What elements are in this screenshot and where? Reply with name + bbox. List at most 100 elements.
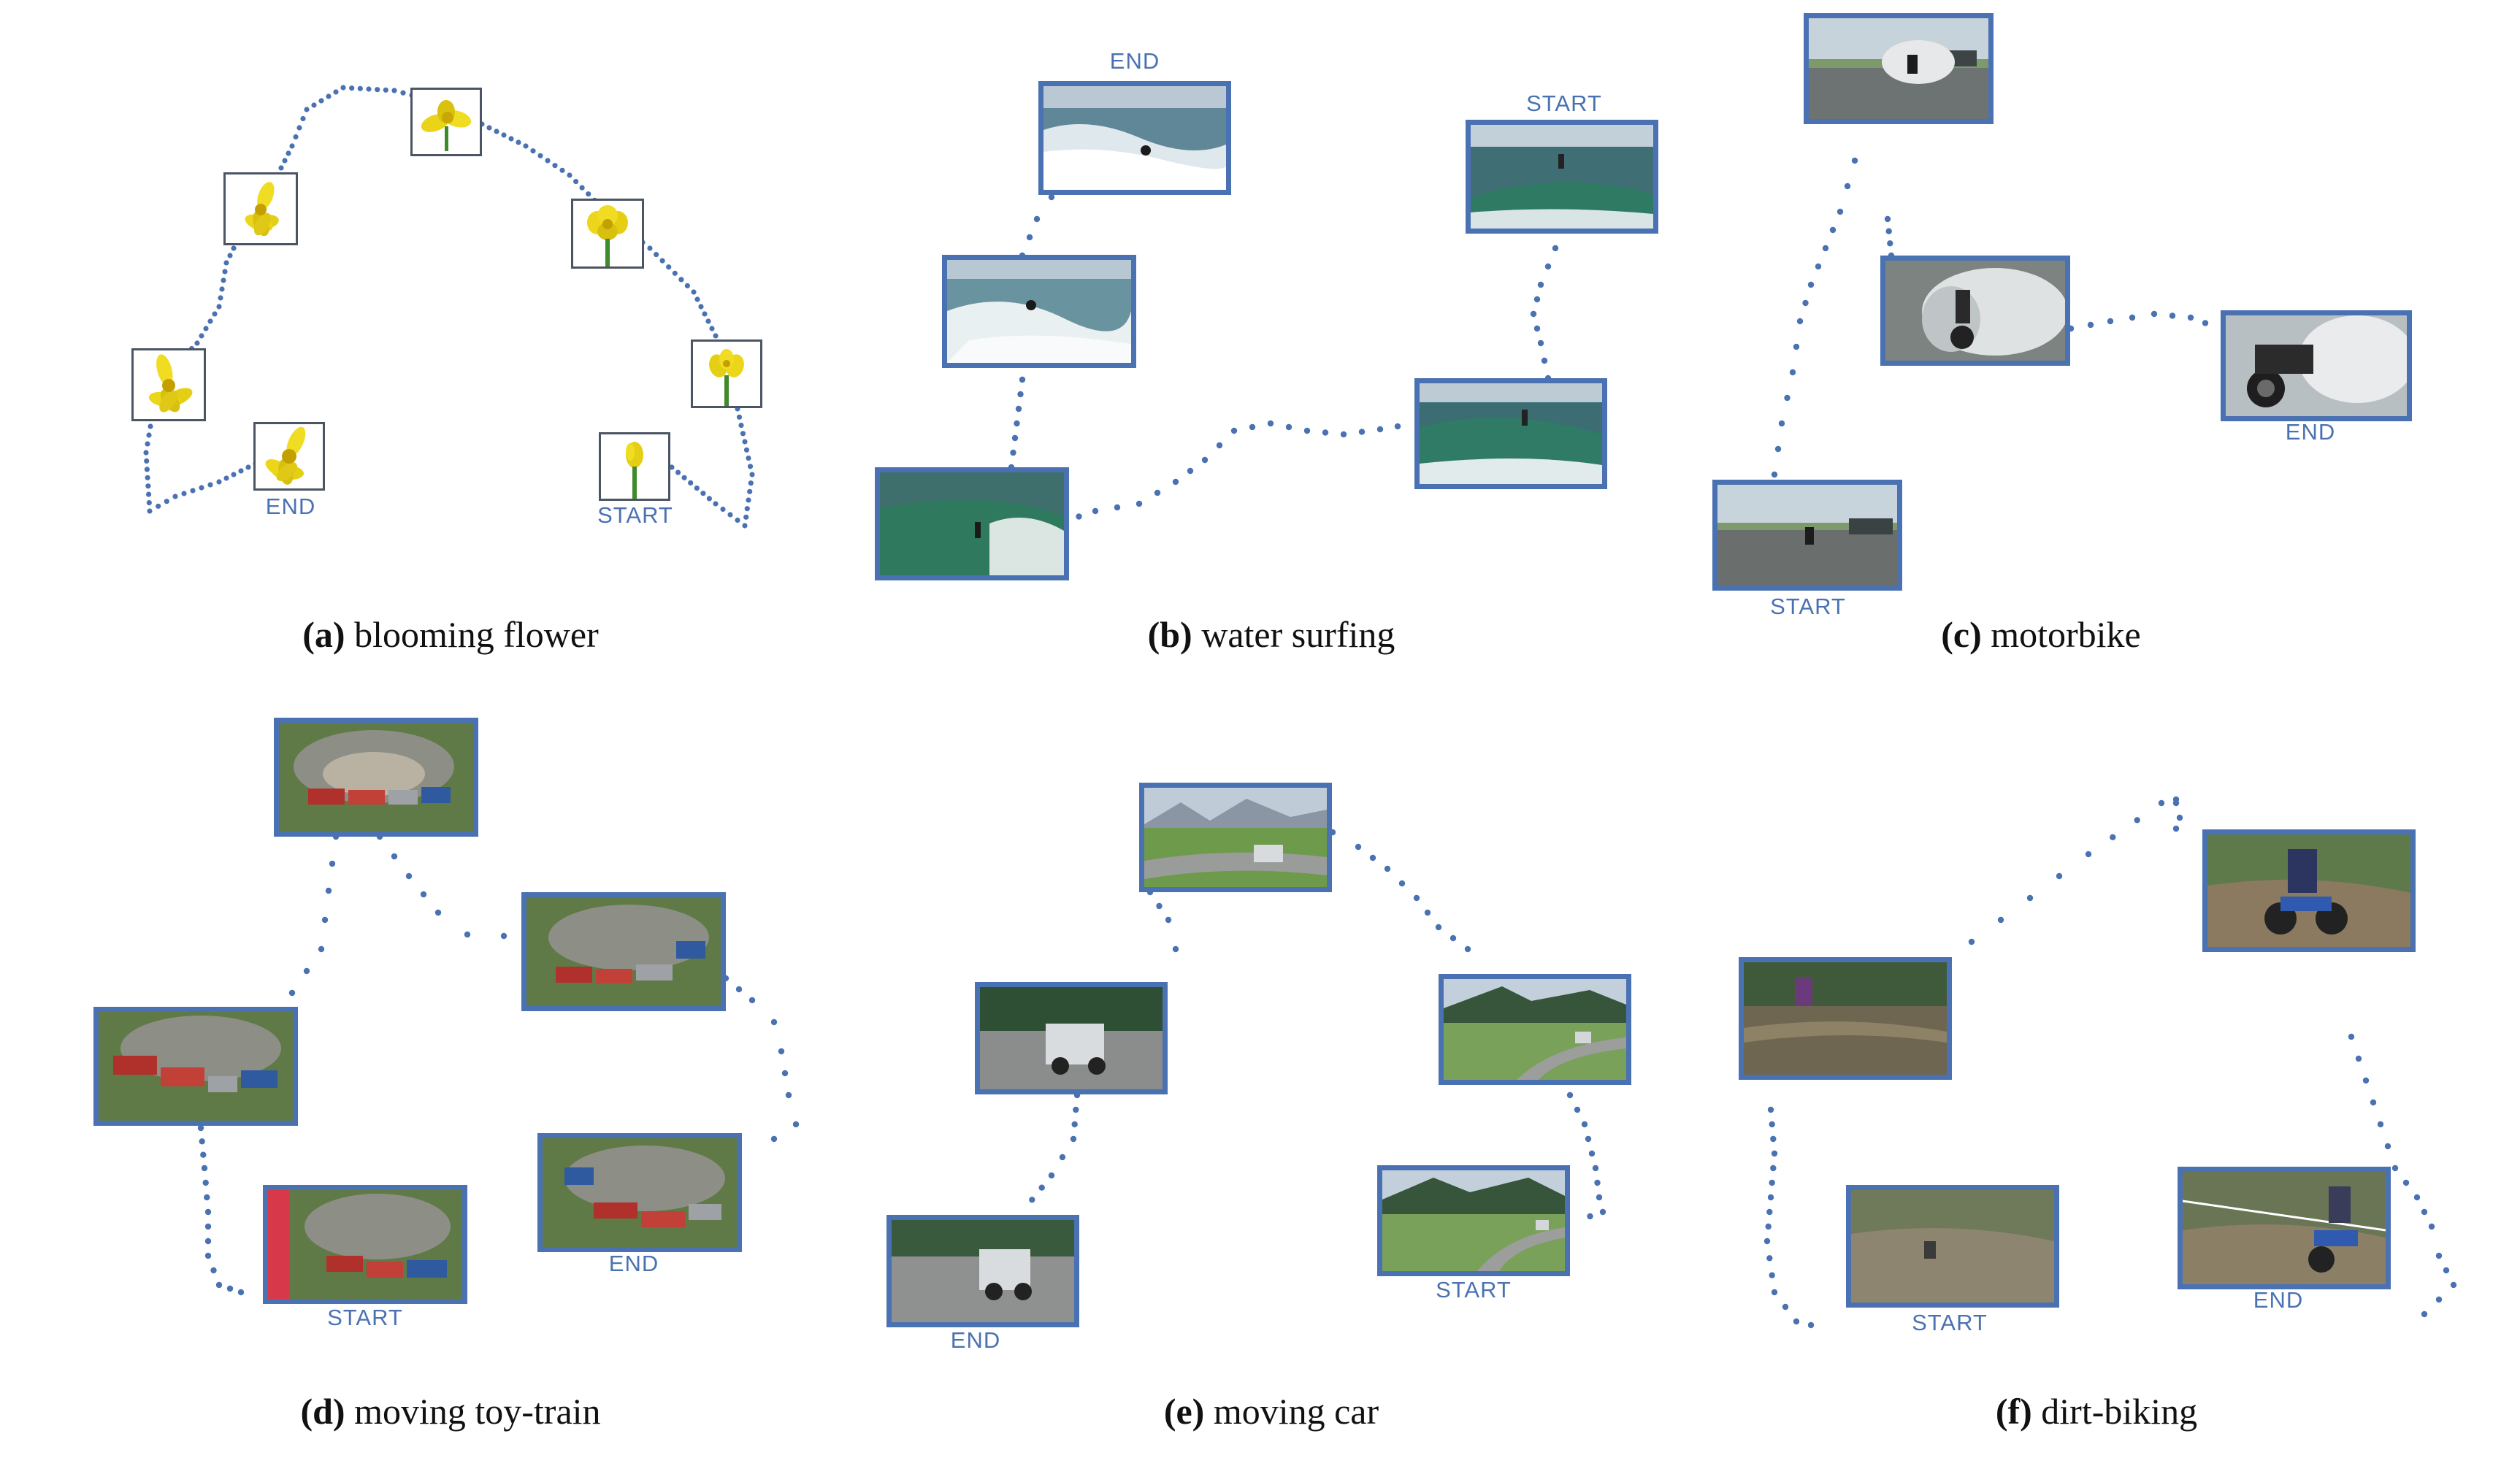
trajectory-dot <box>700 491 706 496</box>
frame-flower-6 <box>253 422 325 491</box>
trajectory-dot <box>1369 854 1376 862</box>
trajectory-dot <box>1435 924 1442 931</box>
trajectory-dot <box>1592 1165 1599 1172</box>
trajectory-dot <box>288 989 296 997</box>
trajectory-dot <box>172 494 178 499</box>
trajectory-dot <box>227 253 233 258</box>
trajectory-dot <box>586 191 591 197</box>
trajectory-dot <box>1017 391 1024 398</box>
trajectory-dot <box>1135 500 1143 507</box>
trajectory-dot <box>199 333 204 339</box>
trajectory-dot <box>1766 1255 1773 1262</box>
trajectory-dot <box>1594 1179 1601 1186</box>
trajectory-dot <box>702 311 708 317</box>
frame-car-end <box>886 1215 1079 1327</box>
trajectory-dot <box>494 128 499 134</box>
trajectory-dirt-1 <box>1968 799 2180 945</box>
trajectory-dot <box>296 125 302 131</box>
trajectory-dot <box>293 134 299 140</box>
trajectory-dot <box>1793 343 1800 350</box>
trajectory-dot <box>391 853 398 860</box>
trajectory-dot <box>742 439 748 445</box>
frame-train-end <box>537 1133 742 1252</box>
trajectory-dot <box>1851 157 1858 164</box>
trajectory-dot <box>216 479 222 485</box>
trajectory-dot <box>778 1048 785 1055</box>
trajectory-dot <box>742 523 748 529</box>
trajectory-dot <box>202 1179 209 1186</box>
trajectory-dot <box>203 326 209 331</box>
dirt-start-label: START <box>1912 1310 1988 1335</box>
trajectory-dot <box>1076 513 1082 520</box>
trajectory-dot <box>2169 312 2176 319</box>
trajectory-dot <box>501 132 507 138</box>
trajectory-dot <box>659 258 665 264</box>
trajectory-dot <box>1815 263 1822 270</box>
trajectory-dot <box>199 485 204 491</box>
trajectory-dot <box>743 514 749 520</box>
trajectory-train-1 <box>288 833 340 997</box>
trajectory-dot <box>2435 1252 2443 1259</box>
trajectory-dot <box>654 252 659 258</box>
frame-train-2 <box>521 892 726 1011</box>
caption-a: (a) blooming flower <box>302 613 598 656</box>
caption-text: blooming flower <box>354 614 599 655</box>
trajectory-dot <box>1541 357 1548 364</box>
frame-surf-start <box>1466 120 1658 234</box>
trajectory-dot <box>318 945 325 953</box>
trajectory-dot <box>1165 916 1172 924</box>
trajectory-train-4 <box>197 1124 245 1296</box>
frame-moto-2 <box>1880 256 2070 366</box>
caption-text: motorbike <box>1991 614 2141 655</box>
trajectory-dot <box>1464 945 1471 953</box>
trajectory-dot <box>204 1194 210 1201</box>
trajectory-dot <box>1770 1135 1777 1143</box>
surf-image <box>1420 383 1602 484</box>
trajectory-dot <box>1596 1194 1603 1201</box>
trajectory-dot <box>201 1165 208 1172</box>
trajectory-dot <box>146 432 152 438</box>
trajectory-surf-3 <box>1019 193 1055 259</box>
flower-start-label: START <box>597 502 673 528</box>
car-image <box>1382 1170 1565 1271</box>
trajectory-dot <box>1822 245 1829 252</box>
trajectory-dot <box>1763 1238 1771 1245</box>
trajectory-dot <box>1340 431 1347 438</box>
trajectory-dot <box>2026 894 2034 902</box>
trajectory-moto-1 <box>1771 157 1858 478</box>
trajectory-train-3 <box>722 975 800 1143</box>
trajectory-dot <box>647 245 653 251</box>
trajectory-dot <box>1771 1289 1778 1296</box>
trajectory-dot <box>1070 1135 1077 1143</box>
car-image <box>1144 788 1327 887</box>
train-start-label: START <box>327 1305 403 1330</box>
trajectory-dot <box>1358 429 1366 435</box>
trajectory-dot <box>2428 1223 2435 1230</box>
trajectory-dot <box>311 102 317 108</box>
trajectory-dot <box>366 86 372 92</box>
car-image <box>1444 979 1626 1080</box>
trajectory-dot <box>770 1018 778 1026</box>
trajectory-dot <box>210 1267 217 1274</box>
trajectory-dot <box>1267 420 1274 427</box>
trajectory-dot <box>391 88 397 93</box>
trajectory-dot <box>1156 902 1163 910</box>
trajectory-dot <box>675 469 681 475</box>
trajectory-dot <box>207 482 213 488</box>
trajectory-dot <box>1807 281 1815 288</box>
car-image <box>980 987 1163 1089</box>
trajectory-dot <box>2110 834 2116 840</box>
trajectory-dot <box>500 932 508 940</box>
trajectory-dot <box>1581 1121 1588 1128</box>
trajectory-car-3 <box>1029 1091 1081 1203</box>
trajectory-dot <box>748 997 756 1004</box>
trajectory-dot <box>1071 1121 1078 1128</box>
trajectory-dot <box>2172 825 2180 832</box>
trajectory-dot <box>713 333 719 339</box>
trajectory-dot <box>231 472 237 477</box>
caption-letter: (d) <box>300 1391 345 1432</box>
trajectory-dot <box>537 153 543 158</box>
trajectory-dot <box>735 986 743 993</box>
trajectory-dot <box>204 1223 212 1230</box>
trajectory-dot <box>1172 478 1179 486</box>
